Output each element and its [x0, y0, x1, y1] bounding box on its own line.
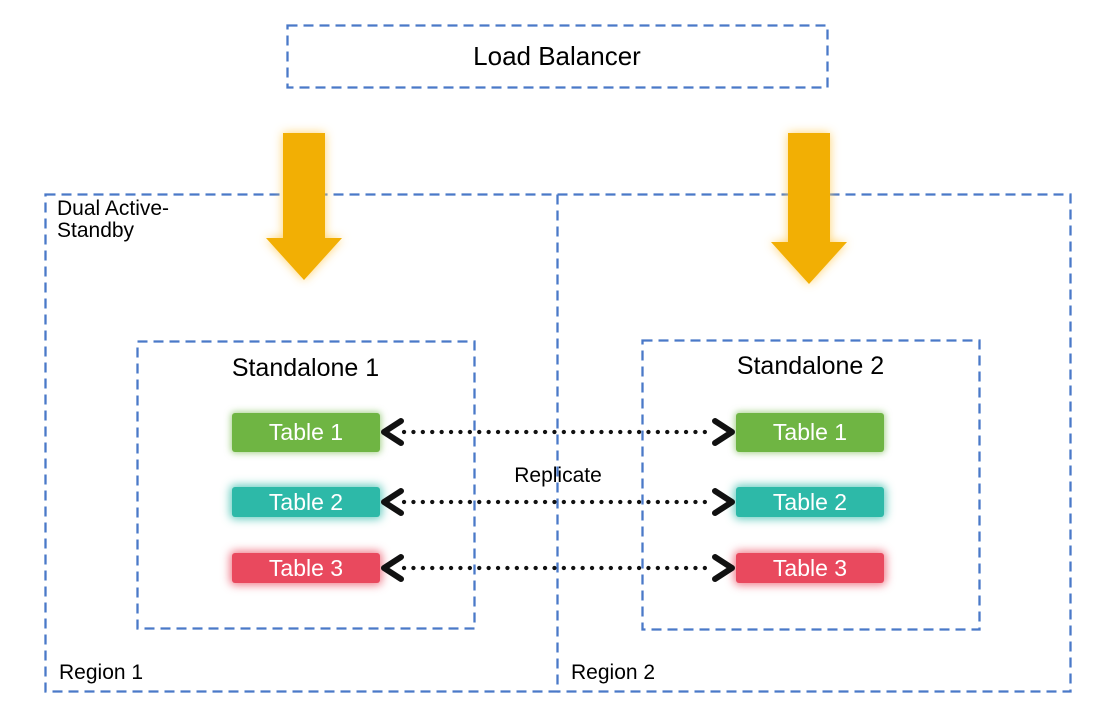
deployment-mode-label: Dual Active-Standby — [57, 197, 170, 242]
down-arrow-icon-left — [266, 133, 342, 280]
standalone-2-box — [641, 339, 981, 631]
standalone-1-box — [136, 340, 476, 630]
replicate-connectors — [381, 418, 735, 582]
load-balancer-title: Load Balancer — [473, 40, 641, 71]
standalone-2-title: Standalone 2 — [736, 352, 885, 380]
arrowhead-right-icon-1 — [712, 418, 735, 446]
arrowhead-left-icon-2 — [381, 488, 404, 516]
table-chip: Table 1 — [736, 413, 884, 452]
table-chip-label: Table 1 — [772, 419, 848, 445]
table-chip: Table 1 — [232, 413, 380, 452]
table-chip: Table 3 — [232, 553, 380, 583]
down-arrow-icon-right — [771, 133, 847, 284]
arrowhead-left-icon-1 — [381, 418, 404, 446]
replicate-label: Replicate — [514, 464, 602, 487]
table-chip: Table 2 — [232, 487, 380, 517]
region-1-label: Region 1 — [59, 661, 144, 684]
arrowhead-left-icon-3 — [381, 554, 404, 582]
table-chip-label: Table 3 — [268, 554, 344, 581]
table-chip-label: Table 1 — [268, 419, 344, 445]
table-chip-label: Table 2 — [268, 488, 344, 515]
table-chip: Table 2 — [736, 487, 884, 517]
table-chip: Table 3 — [736, 553, 884, 583]
load-balancer-label: Load Balancer — [287, 25, 827, 87]
region-2-label: Region 2 — [571, 661, 656, 684]
arrowhead-right-icon-2 — [712, 488, 735, 516]
table-chip-label: Table 3 — [772, 554, 848, 581]
standalone-1-title: Standalone 1 — [231, 354, 380, 382]
table-chip-label: Table 2 — [772, 488, 848, 515]
arrowhead-right-icon-3 — [712, 554, 735, 582]
